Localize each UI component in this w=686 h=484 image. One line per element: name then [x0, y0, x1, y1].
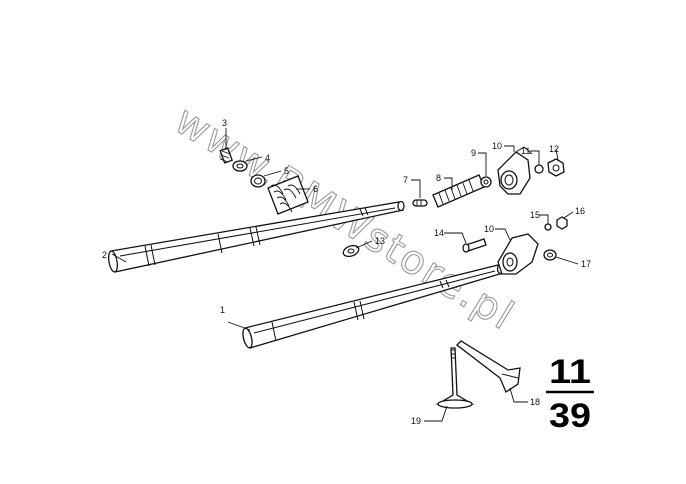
callout-7: 7 — [403, 175, 408, 185]
group-number-main: 11 — [549, 353, 591, 391]
valve-19 — [435, 347, 475, 409]
screw-3 — [219, 147, 233, 164]
callout-17: 17 — [581, 259, 591, 269]
washer-4 — [232, 160, 248, 172]
callout-5: 5 — [284, 166, 289, 176]
nut-12 — [547, 158, 565, 177]
callout-18: 18 — [530, 397, 540, 407]
callout-1: 1 — [220, 305, 225, 315]
callout-9: 9 — [471, 148, 476, 158]
nut-16 — [556, 216, 568, 230]
callout-6: 6 — [313, 184, 318, 194]
callout-14: 14 — [434, 228, 444, 238]
valve-18 — [456, 340, 521, 393]
callout-16: 16 — [575, 206, 585, 216]
callout-12: 12 — [549, 144, 559, 154]
callout-10a: 10 — [492, 141, 502, 151]
group-number-sub: 39 — [549, 397, 591, 435]
spring-6 — [267, 175, 309, 215]
callout-19: 19 — [411, 416, 421, 426]
callouts: 1 2 3 4 5 6 7 8 9 10 11 12 13 14 10 15 1… — [102, 118, 591, 426]
rocker-arm-lower — [497, 233, 539, 275]
pin-7 — [412, 199, 428, 207]
callout-8: 8 — [436, 173, 441, 183]
cap-17 — [543, 249, 557, 261]
callout-3: 3 — [222, 118, 227, 128]
callout-10b: 10 — [484, 224, 494, 234]
washer-13 — [342, 244, 360, 258]
callout-13: 13 — [375, 236, 385, 246]
bolt-14 — [462, 238, 487, 253]
rocker-arm-upper — [497, 146, 533, 195]
callout-15: 15 — [530, 210, 540, 220]
ring-15 — [544, 223, 552, 231]
callout-11: 11 — [521, 146, 530, 156]
ring-11 — [534, 164, 544, 174]
spring-cup-5 — [250, 174, 266, 188]
callout-4: 4 — [265, 153, 270, 163]
callout-2: 2 — [102, 250, 107, 260]
washer-9 — [480, 176, 492, 188]
leader-lines — [111, 128, 579, 422]
rocker-shaft-upper — [108, 200, 405, 273]
group-number: 11 39 — [546, 353, 594, 435]
